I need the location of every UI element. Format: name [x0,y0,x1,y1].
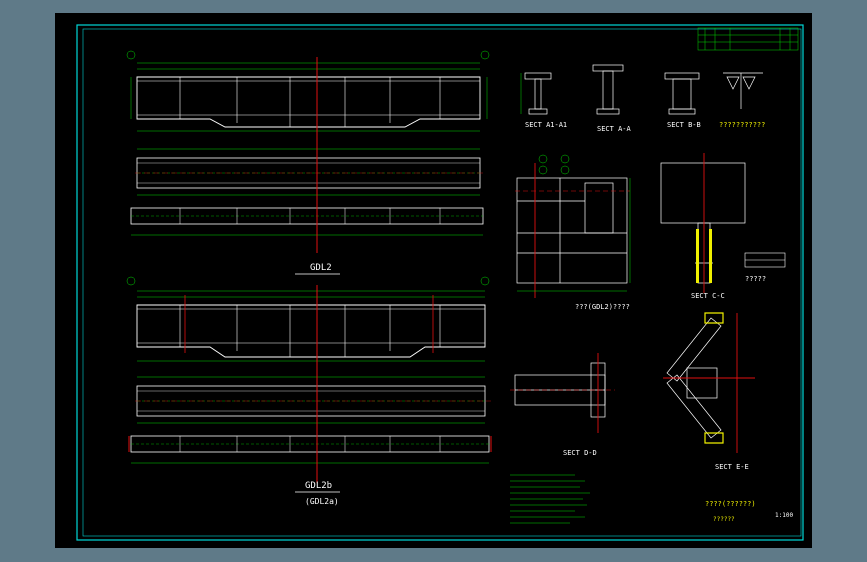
detail-small-label: ????? [745,275,766,283]
section-e [663,312,755,453]
detail-mid-label: ???(GDL2)???? [575,303,630,311]
gdl2-elevation [126,50,490,132]
gdl2b-plan [136,376,486,424]
drawing-svg: GDL2 [76,24,804,541]
gdl2b-elevation [126,276,490,362]
detail-tr-label: ??????????? [719,121,765,129]
sect-b-label: SECT B-B [667,121,701,129]
bottom-note2: ?????? [713,516,735,523]
section-b [664,72,700,115]
outer-frame [76,24,804,541]
gdl2b-bottom [128,435,492,464]
bottom-note: ????(??????) [705,500,756,508]
gdl2-bottom [130,207,484,236]
sect-c-label: SECT C-C [691,292,725,300]
sect-a1-label: SECT A1-A1 [525,121,567,129]
detail-mid [516,177,628,284]
notes [510,474,590,524]
gdl2a-title: (GDL2a) [305,497,339,506]
title-block [697,27,799,51]
drawing-canvas[interactable]: GDL2 [55,13,812,548]
inner-frame [82,28,802,537]
sect-e-label: SECT E-E [715,463,749,471]
sect-a-label: SECT A-A [597,125,632,133]
gdl2-plan [136,148,481,196]
section-a1 [520,72,552,115]
gdl2b-title: GDL2b [305,481,332,491]
gdl2-title: GDL2 [310,263,332,273]
detail-small [744,252,786,268]
section-a [592,64,624,115]
sheet-number: 1:100 [775,512,793,519]
section-c [660,162,746,284]
sect-d-label: SECT D-D [563,449,597,457]
detail-tr [723,72,763,109]
